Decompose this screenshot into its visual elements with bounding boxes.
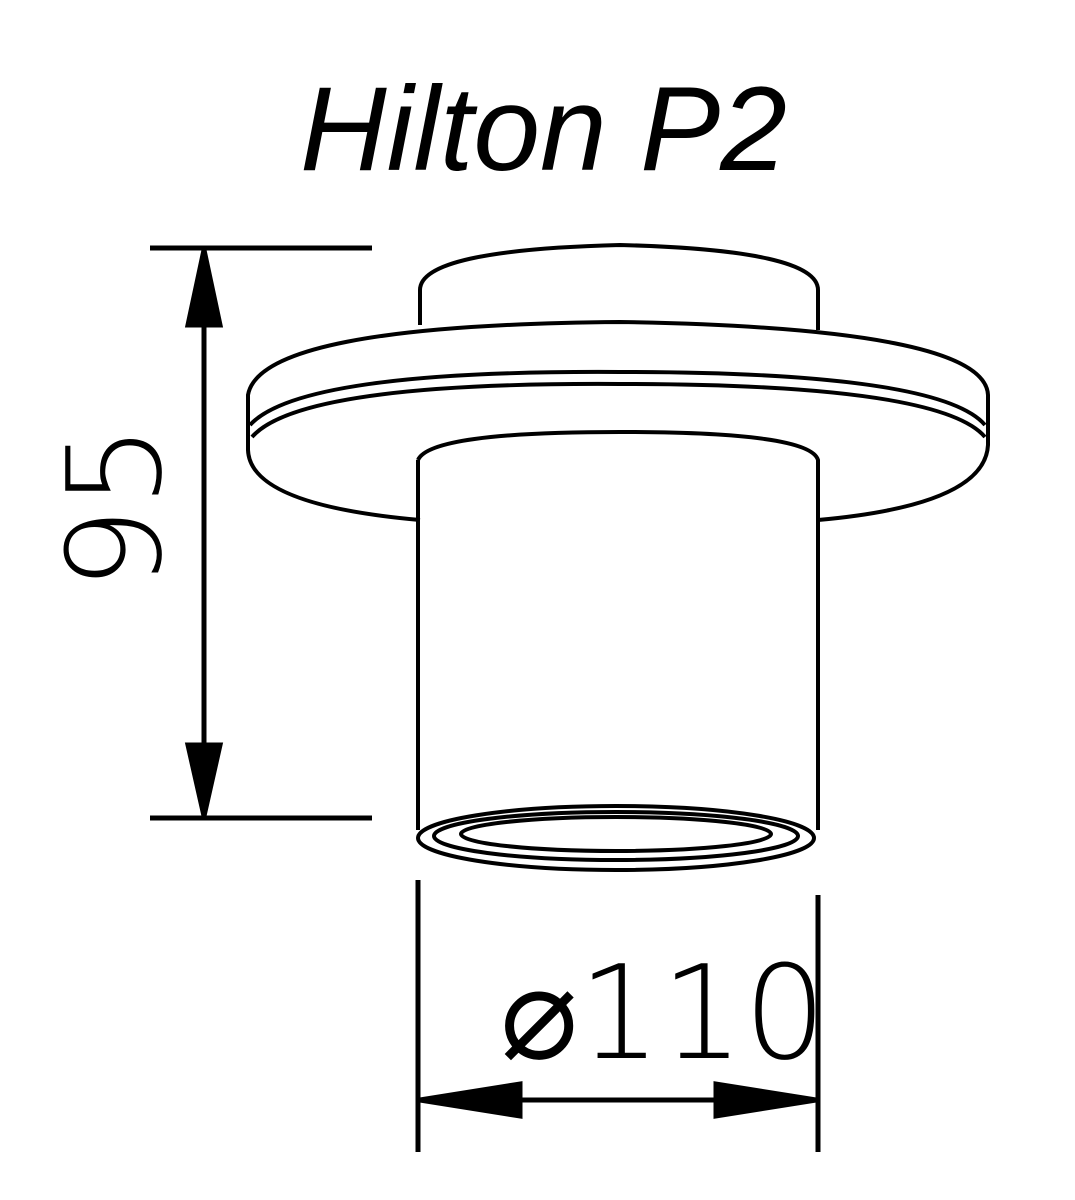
lamp-flange [246,319,990,522]
lamp-bottom-ring [416,804,816,872]
diameter-label: ⌀110 [500,937,826,1089]
arrow-down-icon [184,742,224,817]
product-title: Hilton P2 [300,62,787,196]
lamp-outline [246,242,990,872]
arrow-left-icon [419,1081,523,1119]
lamp-body [416,429,820,830]
diameter-dimension [415,880,821,1152]
lamp-top-cap [418,242,820,330]
height-label: 95 [39,425,191,590]
height-dimension [150,245,372,821]
arrow-up-icon [184,249,224,328]
arrow-right-icon [713,1081,817,1119]
